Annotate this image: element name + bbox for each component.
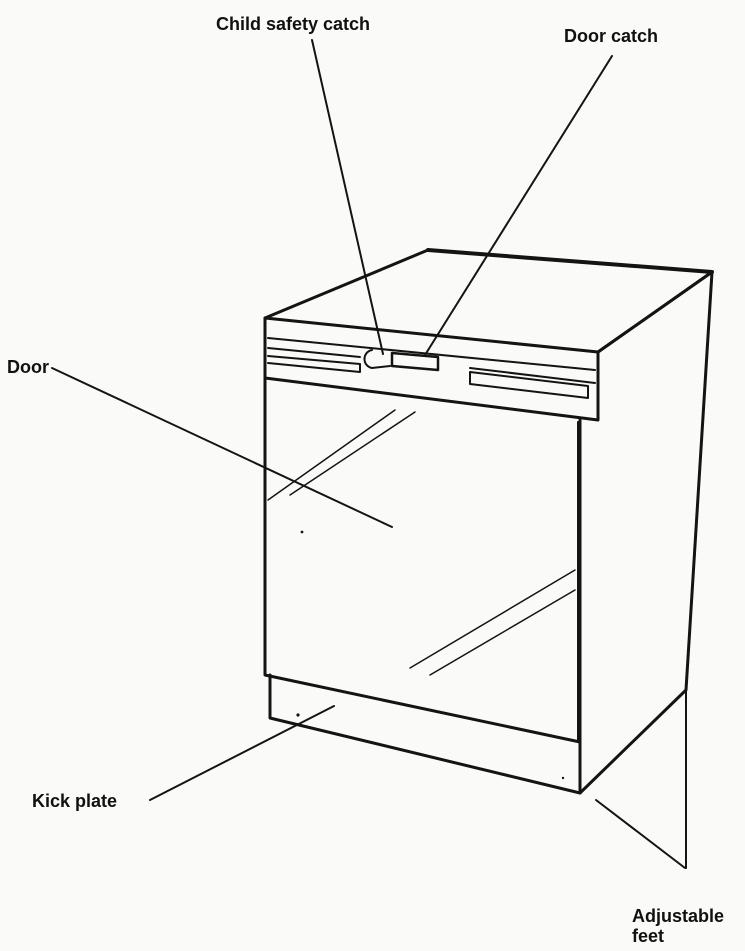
door-catch (390, 351, 440, 372)
label-adjustable-feet-line2: feet (632, 926, 665, 946)
label-door: Door (7, 357, 49, 377)
label-door-catch: Door catch (564, 26, 659, 46)
leader-kick-plate (149, 705, 335, 801)
label-kick-plate: Kick plate (32, 791, 118, 811)
leader-adjustable-feet-1 (595, 799, 686, 869)
control-panel (263, 316, 600, 422)
label-child-safety-catch: Child safety catch (216, 14, 371, 34)
child-safety-catch (363, 349, 391, 369)
side-panel (578, 270, 714, 795)
leader-door (51, 367, 393, 528)
leader-lines (51, 39, 687, 869)
leader-child-safety-catch (311, 39, 384, 355)
dishwasher-illustration (263, 248, 714, 795)
label-adjustable-feet: Adjustable feet (632, 906, 742, 946)
kick-plate (268, 673, 582, 795)
label-adjustable-feet-line1: Adjustable (632, 906, 725, 926)
leader-door-catch (424, 55, 613, 356)
door-panel (263, 376, 582, 744)
